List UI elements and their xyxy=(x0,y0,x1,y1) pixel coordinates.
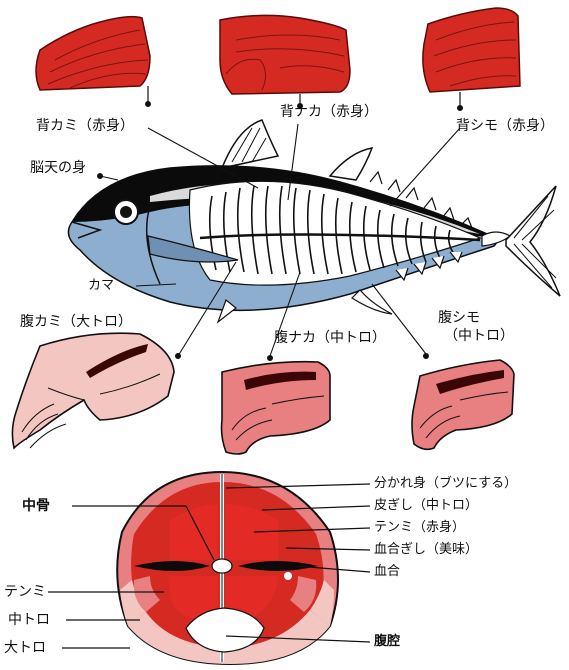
label-se-kami: 背カミ（赤身） xyxy=(36,118,134,134)
hara-shimo-block xyxy=(412,360,514,449)
label-nakabone: 中骨 xyxy=(22,498,50,514)
hara-kami-block xyxy=(12,333,174,448)
label-tenmi-left: テンミ xyxy=(4,584,46,600)
label-se-shimo: 背シモ（赤身） xyxy=(456,118,554,134)
cross-section xyxy=(117,472,338,664)
label-chiai: 血合 xyxy=(374,564,400,580)
label-hara-naka: 腹ナカ（中トロ） xyxy=(274,330,386,346)
se-shimo-block xyxy=(423,8,520,111)
label-chutoro-left: 中トロ xyxy=(8,612,50,628)
label-hara-shimo-sub: （中トロ） xyxy=(444,328,514,344)
tuna-fish xyxy=(68,120,560,322)
label-chiaigishi: 血合ぎし（美味） xyxy=(374,542,478,558)
label-hara-kami: 腹カミ（大トロ） xyxy=(20,314,132,330)
label-wakaremi: 分かれ身（ブツにする） xyxy=(374,476,517,492)
se-kami-block xyxy=(36,17,151,107)
label-kawagishi: 皮ぎし（中トロ） xyxy=(374,498,478,514)
label-fukukou: 腹腔 xyxy=(374,634,400,650)
label-noten: 脳天の身 xyxy=(30,160,86,176)
label-otoro-left: 大トロ xyxy=(4,640,46,656)
label-hara-shimo: 腹シモ xyxy=(438,310,480,326)
se-naka-block xyxy=(220,15,350,109)
hara-naka-block xyxy=(222,362,331,454)
label-kama: カマ xyxy=(88,278,114,294)
label-se-naka: 背ナカ（赤身） xyxy=(280,104,378,120)
label-tenmi-right: テンミ（赤身） xyxy=(374,520,465,536)
